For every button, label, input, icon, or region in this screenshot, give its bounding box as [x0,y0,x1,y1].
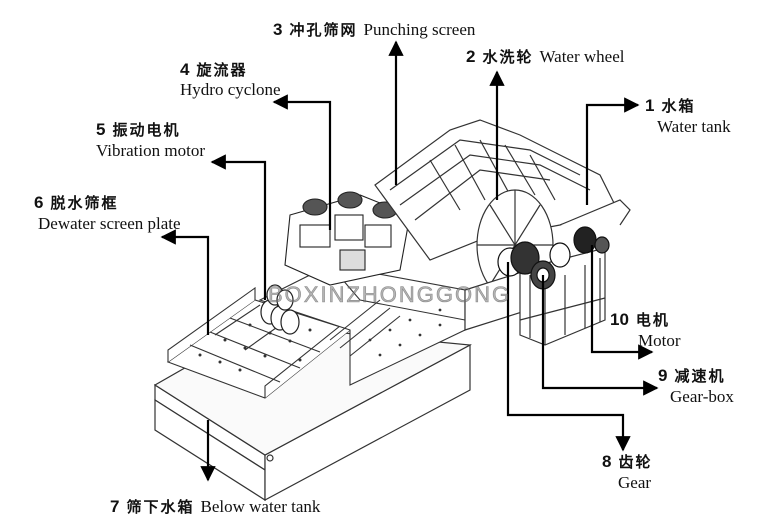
label-hydro-cyclone-en: Hydro cyclone [180,80,281,99]
gear-box [497,241,571,290]
label-dewater-screen-plate-en: Dewater screen plate [38,214,181,233]
label-motor-en: Motor [638,331,681,350]
water-wheel [374,119,616,301]
leader-6 [160,229,210,335]
leader-8 [506,262,631,452]
watermark: BOXINZHONGGONG [268,282,512,308]
label-gear-box-en: Gear-box [670,387,734,406]
hydro-cyclone [284,191,411,286]
label-gear-en: Gear [618,473,652,492]
leader-9 [541,275,659,396]
leader-10 [590,245,654,360]
leader-5 [210,154,267,300]
label-vibration-motor-en: Vibration motor [96,141,205,160]
vibration-motor [260,284,300,335]
label-water-tank-en: Water tank [657,117,731,136]
leader-lines [160,40,659,482]
motor [573,226,610,254]
leader-4 [272,94,332,230]
leader-1 [585,97,640,205]
